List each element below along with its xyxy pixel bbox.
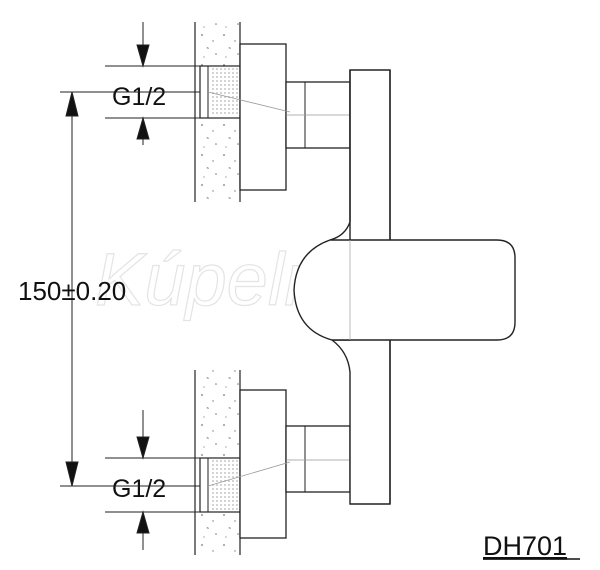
- thread-insert-top: [199, 65, 241, 119]
- thread-label-top: G1/2: [112, 83, 166, 111]
- center-lines: [207, 91, 360, 487]
- connector-bottom: [285, 425, 351, 493]
- dimension-center-distance: [60, 91, 200, 487]
- dimension-thread-top: [105, 22, 200, 145]
- dimension-label: 150±0.20: [18, 276, 126, 306]
- model-code: DH701: [483, 531, 567, 561]
- lever-handle: [293, 239, 516, 341]
- thread-insert-bottom: [199, 457, 241, 513]
- flange-top: [239, 43, 287, 191]
- dimension-thread-bottom: [105, 410, 200, 550]
- flange-bottom: [239, 389, 287, 539]
- thread-label-bottom: G1/2: [112, 475, 166, 503]
